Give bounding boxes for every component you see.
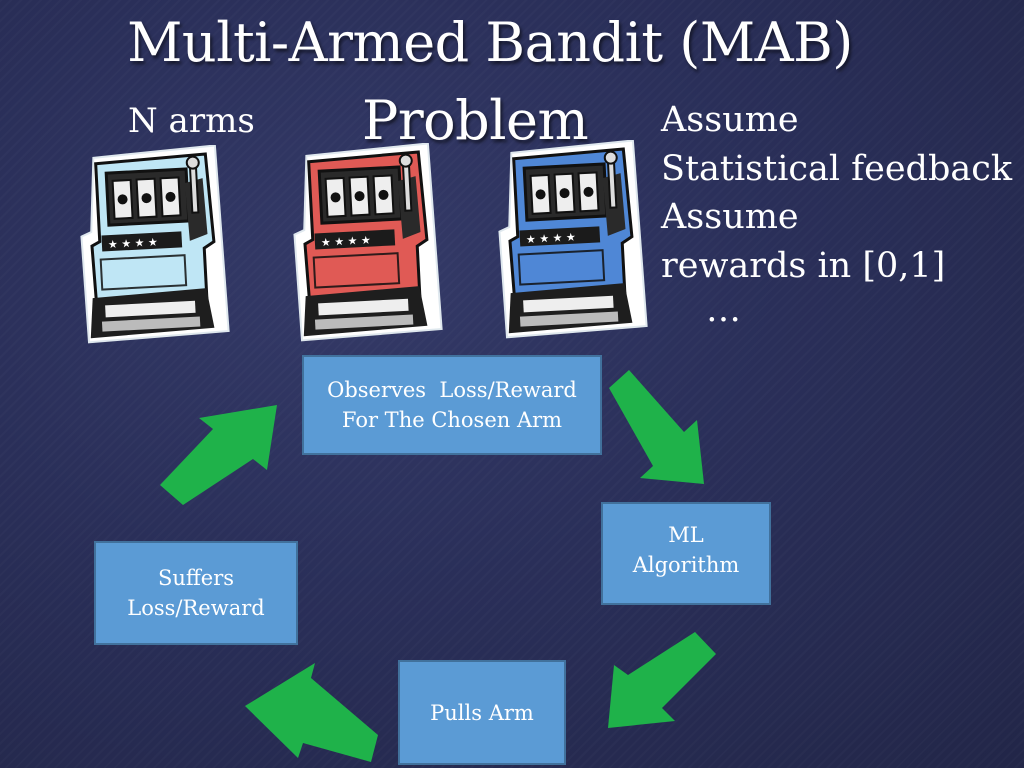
slide-title-line2: Problem — [362, 89, 589, 152]
arrow-left-icon — [245, 663, 378, 762]
ellipsis: … — [706, 290, 741, 330]
suffer-line-2: Loss/Reward — [127, 596, 265, 620]
algorithm-line-2: Algorithm — [632, 552, 740, 577]
assumptions-list: Assume Statistical feedback Assume rewar… — [661, 96, 1021, 330]
assumption-line: Statistical feedback — [661, 148, 1013, 189]
arrow-down-left-icon — [608, 632, 716, 728]
pull-label: Pulls Arm — [430, 700, 534, 725]
suffers-loss-box: Suffers Loss/Reward — [94, 541, 298, 645]
pulls-arm-box: Pulls Arm — [398, 660, 566, 765]
svg-text:★ ★ ★ ★: ★ ★ ★ ★ — [321, 234, 372, 250]
observe-line-2: For The Chosen Arm — [341, 408, 563, 432]
algorithm-line-1: ML — [668, 522, 704, 547]
arrow-up-right-icon — [160, 405, 277, 505]
arrow-down-right-icon — [609, 370, 704, 484]
observe-line-1: Observes Loss/Reward — [327, 378, 577, 402]
svg-text:★ ★ ★ ★: ★ ★ ★ ★ — [526, 231, 577, 247]
slot-machine-icon: ★ ★ ★ ★ — [293, 143, 443, 342]
suffer-line-1: Suffers — [157, 566, 235, 590]
slide-title-line1: Multi-Armed Bandit (MAB) — [127, 11, 853, 74]
slot-machine-icon: ★ ★ ★ ★ — [498, 140, 648, 339]
assumption-line: rewards in [0,1] — [661, 245, 946, 286]
slot-machine-icon: ★ ★ ★ ★ — [80, 145, 230, 344]
assumption-line: Assume — [661, 100, 799, 140]
assumption-line: Assume — [661, 197, 799, 237]
svg-text:★ ★ ★ ★: ★ ★ ★ ★ — [108, 236, 159, 252]
n-arms-label: N arms — [128, 101, 255, 141]
ml-algorithm-box: ML Algorithm — [601, 502, 771, 605]
observe-reward-box: Observes Loss/Reward For The Chosen Arm — [302, 355, 602, 455]
